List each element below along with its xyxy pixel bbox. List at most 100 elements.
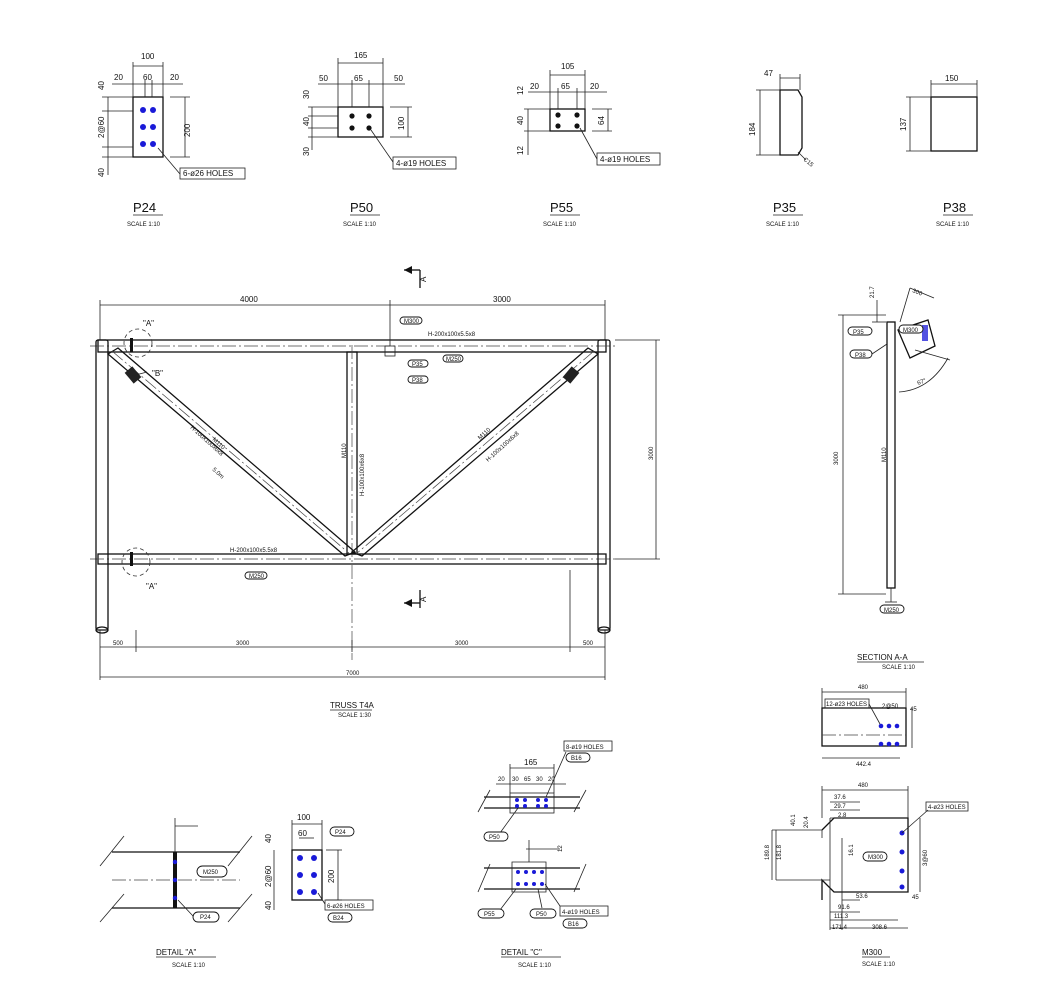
- p50-dim-mid: 65: [354, 74, 363, 83]
- plate-p38: 150 137 P38 SCALE 1:10: [899, 74, 978, 228]
- p24-dim-right: 20: [170, 73, 179, 82]
- p55-dim-pitch: 40: [516, 116, 525, 125]
- detail-a-tag-b24: B24: [333, 916, 344, 922]
- truss-dim-height: 3000: [649, 446, 655, 460]
- p50-dim-left: 50: [319, 74, 328, 83]
- p38-dim-height: 137: [899, 117, 908, 131]
- p55-dim-bottom-edge: 12: [516, 146, 525, 155]
- detail-c-dim-4: 30: [536, 777, 543, 783]
- p50-title: P50: [350, 200, 373, 215]
- m300-dim-536: 53.6: [856, 894, 868, 900]
- m300-dim-401: 40.1: [791, 814, 797, 826]
- detail-a: M250 P24 100 60 40 2@60 40 200 P24 6-ø26…: [99, 813, 374, 969]
- p55-hole-note: 4-ø19 HOLES: [600, 155, 650, 164]
- m300-dim-1898: 189.8: [765, 844, 771, 860]
- section-dim-300: 300: [911, 288, 923, 298]
- plate-p35: 47 184 C15 P35 SCALE 1:10: [748, 69, 815, 228]
- section-dim-angle: 67°: [917, 378, 928, 387]
- p38-dim-width: 150: [945, 74, 959, 83]
- truss-top-member-label: H-200x100x5.5x8: [428, 332, 476, 338]
- m300-hole-note: 4-ø23 HOLES: [928, 805, 966, 811]
- section-mark-bottom: A: [404, 590, 428, 608]
- detail-c-dim-1: 20: [498, 777, 505, 783]
- detail-a-dim-height: 200: [327, 869, 336, 883]
- truss-dim-bottom-2: 3000: [236, 641, 250, 647]
- p38-scale: SCALE 1:10: [936, 222, 970, 228]
- detail-a-tag-p24: P24: [200, 915, 211, 921]
- section-dim-offset: 21.7: [870, 286, 876, 298]
- detail-c-hole-note-2: 4-ø19 HOLES: [562, 910, 600, 916]
- detail-a-tag-m250: M250: [203, 870, 219, 876]
- m300-dim-1714: 171.4: [832, 925, 848, 931]
- truss-scale: SCALE 1:30: [338, 713, 372, 719]
- p24-dim-left: 20: [114, 73, 123, 82]
- truss-right-diagonal: [350, 347, 600, 557]
- p24-scale: SCALE 1:10: [127, 222, 161, 228]
- detail-a-dim-pitch: 2@60: [264, 865, 273, 887]
- p50-dim-right: 50: [394, 74, 403, 83]
- detail-a-tag-p24-2: P24: [335, 830, 346, 836]
- truss-bottom-member-label: H-200x100x5.5x8: [230, 548, 278, 554]
- truss-right-column: [597, 339, 611, 631]
- detail-c-tag-b16-2: B16: [568, 922, 579, 928]
- detail-c-dim-3: 65: [524, 777, 531, 783]
- detail-c-tag-b16-1: B16: [571, 756, 582, 762]
- p24-title: P24: [133, 200, 156, 215]
- p55-dim-width: 105: [561, 62, 575, 71]
- p55-dim-height: 64: [597, 116, 606, 125]
- m300-dim-1113: 111.3: [834, 914, 849, 920]
- m300-top-dim-4424: 442.4: [856, 762, 872, 768]
- m300-tag: M300: [868, 855, 884, 861]
- detail-a-dim-width: 100: [297, 813, 311, 822]
- truss-dim-bottom-3: 3000: [455, 641, 469, 647]
- m300-dim-pitch: 3@60: [923, 849, 929, 866]
- section-scale: SCALE 1:10: [882, 665, 916, 671]
- p24-dim-pitch: 2@60: [97, 116, 106, 138]
- detail-a-dim-mid: 60: [298, 829, 307, 838]
- p50-dim-height: 100: [397, 116, 406, 130]
- plate-p24: 100 20 60 20 40 2@60 40 200 6-ø26 HOLES …: [97, 52, 246, 228]
- truss-dim-bottom-4: 500: [583, 641, 594, 647]
- detail-c-scale: SCALE 1:10: [518, 963, 552, 969]
- truss-title: TRUSS T4A: [330, 701, 375, 710]
- detail-c-dim-2: 30: [512, 777, 519, 783]
- section-mark-bottom-label: A: [419, 596, 428, 602]
- section-tag-m250: M250: [884, 608, 900, 614]
- p24-dim-top-edge: 40: [97, 81, 106, 90]
- m300-dim-161: 16.1: [849, 844, 855, 856]
- p50-dim-pitch: 40: [302, 117, 311, 126]
- p35-dim-chamfer: C15: [802, 157, 815, 169]
- p50-hole-note: 4-ø19 HOLES: [396, 159, 446, 168]
- detail-c-tag-p50: P50: [489, 835, 500, 841]
- section-tag-m300: M300: [903, 328, 919, 334]
- p55-dim-top-edge: 12: [516, 86, 525, 95]
- truss-tag-m250-top: M250: [446, 357, 462, 363]
- p35-dim-width: 47: [764, 69, 773, 78]
- p35-scale: SCALE 1:10: [766, 222, 800, 228]
- section-mark-top: A: [404, 266, 428, 288]
- p50-dim-width: 165: [354, 51, 368, 60]
- section-tag-m110: M110: [882, 447, 888, 462]
- detail-c-title: DETAIL "C": [501, 948, 542, 957]
- truss-detail-a-bottom: "A": [146, 582, 157, 591]
- m300-dim-916: 91.6: [838, 905, 850, 911]
- detail-circle-a-top: [123, 328, 153, 358]
- p55-dim-right: 20: [590, 82, 599, 91]
- p24-dim-mid: 60: [143, 73, 152, 82]
- m300-title: M300: [862, 948, 883, 957]
- p55-dim-mid: 65: [561, 82, 570, 91]
- section-tag-p38: P38: [855, 353, 866, 359]
- truss-dim-overall: 7000: [346, 671, 360, 677]
- section-title: SECTION A-A: [857, 653, 908, 662]
- m300-plate: 480 45 2@50 442.4 12-ø23 HOLES M300 4-ø2…: [765, 685, 969, 968]
- p24-dim-width: 100: [141, 52, 155, 61]
- p35-dim-height: 184: [748, 122, 757, 136]
- p24-dim-height: 200: [183, 123, 192, 137]
- truss-diagonal-length: 5.0m: [211, 467, 225, 480]
- truss-tag-m110-vert: M110: [342, 443, 348, 458]
- p24-hole-note: 6-ø26 HOLES: [183, 169, 233, 178]
- detail-c-dim-5: 20: [548, 777, 555, 783]
- section-tag-p35: P35: [853, 330, 864, 336]
- section-column: [886, 321, 896, 589]
- p35-title: P35: [773, 200, 796, 215]
